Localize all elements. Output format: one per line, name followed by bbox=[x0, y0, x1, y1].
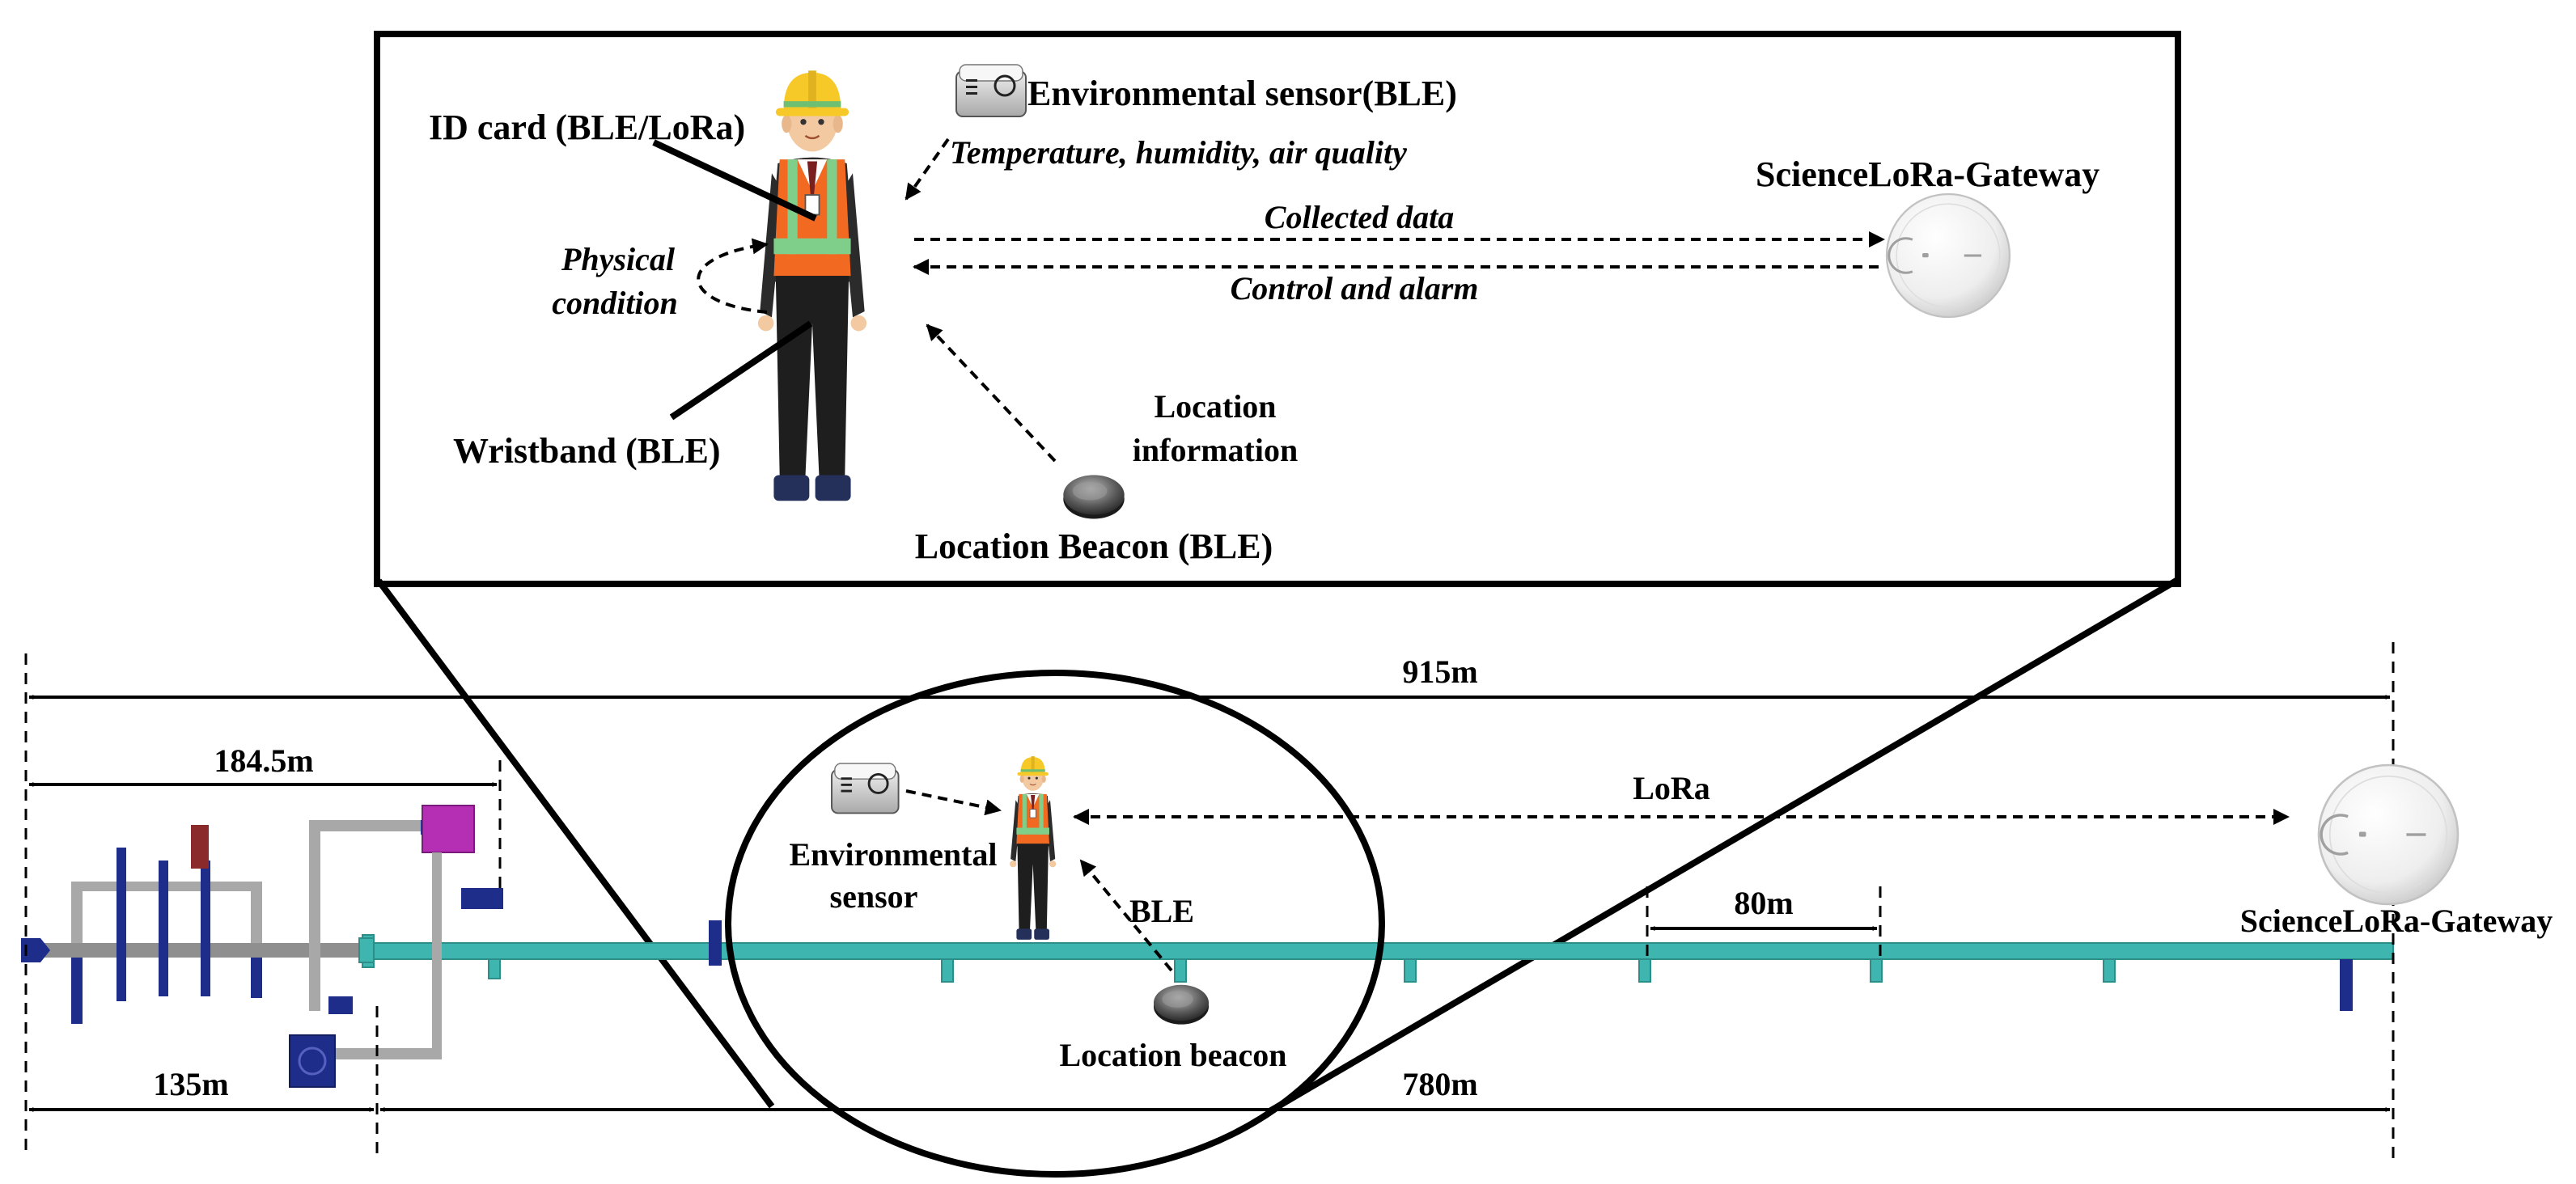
physical-condition-arrow bbox=[697, 238, 769, 314]
location-beacon-label: Location Beacon (BLE) bbox=[915, 526, 1273, 566]
location-beacon-icon-small bbox=[1153, 984, 1210, 1025]
tunnel-gateway-label: ScienceLoRa-Gateway bbox=[2240, 903, 2553, 939]
inset-gateway-icon bbox=[1885, 192, 2011, 319]
ble-arrow bbox=[1079, 859, 1173, 972]
tunnel-env-sensor-line1: Environmental bbox=[789, 836, 997, 873]
collected-data-label: Collected data bbox=[1265, 199, 1454, 235]
dim-184-5m-label: 184.5m bbox=[214, 742, 313, 779]
zoom-ellipse bbox=[725, 670, 1385, 1178]
dim-780m-label: 780m bbox=[1402, 1066, 1477, 1102]
wristband-arrow bbox=[669, 320, 813, 421]
location-info-line1: Location bbox=[1154, 388, 1276, 425]
lora-label: LoRa bbox=[1633, 770, 1710, 806]
tunnel-location-beacon-label: Location beacon bbox=[1059, 1037, 1286, 1073]
worker-figure-small bbox=[1009, 755, 1057, 941]
pump-station bbox=[21, 805, 503, 1088]
env-sensor-icon bbox=[955, 63, 1027, 118]
physical-condition-line1: Physical bbox=[561, 241, 676, 277]
tunnel-devices: Environmental sensor LoRa BLE Location b… bbox=[789, 755, 2290, 1073]
inset-gateway-label: ScienceLoRa-Gateway bbox=[1756, 154, 2099, 194]
physical-condition-line2: condition bbox=[552, 285, 678, 321]
tunnel-env-sensor-line2: sensor bbox=[830, 878, 918, 915]
inset-panel: ID card (BLE/LoRa) Environmental sensor(… bbox=[374, 31, 2181, 587]
tunnel-env-sensor-arrow bbox=[905, 789, 1002, 816]
control-alarm-label: Control and alarm bbox=[1231, 270, 1479, 307]
dimension-lines: 915m 184.5m 80m 135m 780m bbox=[24, 642, 2395, 1158]
pipe-end-drop bbox=[2340, 959, 2353, 1011]
dim-80m-label: 80m bbox=[1734, 885, 1793, 921]
dim-135m-label: 135m bbox=[153, 1066, 228, 1102]
id-card-arrow bbox=[652, 139, 817, 222]
zoom-line-right bbox=[1265, 577, 2179, 1116]
env-sensor-caption: Temperature, humidity, air quality bbox=[950, 134, 1407, 171]
inset-frame bbox=[374, 31, 2181, 587]
zoom-line-left bbox=[375, 578, 775, 1109]
location-info-line2: information bbox=[1133, 432, 1298, 468]
env-sensor-label: Environmental sensor(BLE) bbox=[1027, 74, 1457, 113]
ble-label: BLE bbox=[1129, 893, 1194, 929]
wristband-label: Wristband (BLE) bbox=[453, 431, 721, 471]
env-sensor-icon-small bbox=[830, 762, 900, 814]
tunnel-gateway-icon bbox=[2317, 763, 2459, 906]
location-beacon-icon-large bbox=[1063, 475, 1125, 519]
pipe-connector-navy bbox=[709, 920, 722, 966]
env-sensor-arrow bbox=[905, 137, 950, 201]
id-card-label: ID card (BLE/LoRa) bbox=[429, 108, 745, 147]
dim-915m-label: 915m bbox=[1402, 653, 1477, 690]
